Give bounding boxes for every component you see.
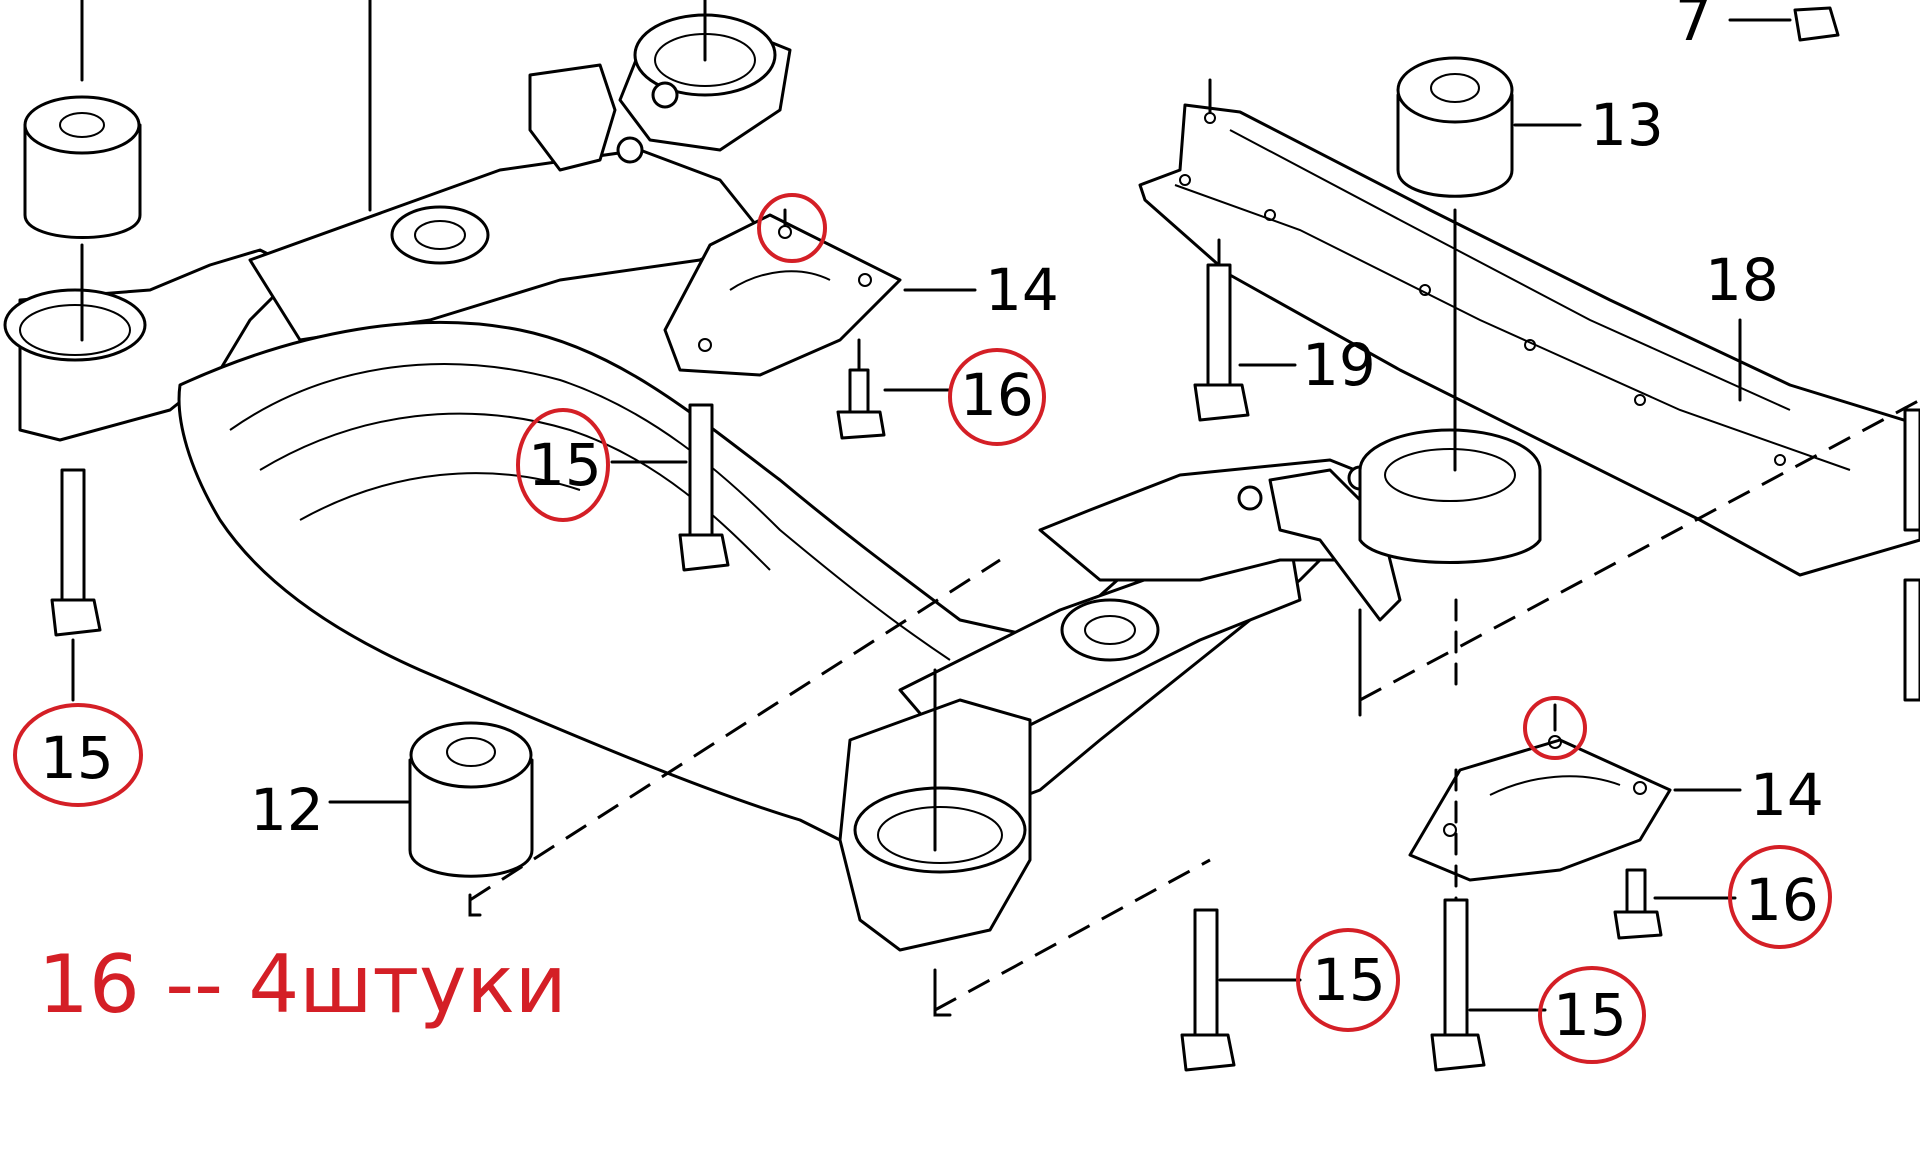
callout-14-top: 14 — [985, 256, 1059, 324]
bracket-14-top — [663, 213, 902, 377]
callout-15-bottom-center: 15 — [1312, 946, 1386, 1014]
assembly-bracket-bottom — [933, 968, 952, 1017]
assembly-line-left — [469, 558, 1001, 902]
callout-13: 13 — [1590, 91, 1664, 159]
red-circle-bracket-hole-bottom — [1523, 696, 1587, 760]
bracket-14-bottom — [1408, 735, 1672, 882]
red-circle-callout-15-bottom-right — [1538, 966, 1646, 1064]
callout-12: 12 — [250, 776, 324, 844]
callout-19: 19 — [1302, 331, 1376, 399]
leader-lines — [328, 18, 1792, 1012]
bracket-hole-pins — [783, 208, 1557, 732]
red-circle-callout-16-top — [948, 348, 1046, 446]
assembly-line-right — [1359, 398, 1920, 702]
red-circle-callout-15-center — [516, 408, 610, 522]
nut-7 — [1793, 6, 1840, 42]
bolt-15-center — [678, 403, 730, 572]
bolt-16-top — [836, 338, 886, 440]
red-circle-callout-15-left — [13, 703, 143, 807]
callout-15-bottom-right: 15 — [1553, 981, 1627, 1049]
bushing-top-left — [23, 0, 142, 342]
assembly-line-bottom — [934, 858, 1211, 1012]
bolt-19 — [1193, 238, 1250, 422]
bushing-12 — [408, 721, 534, 878]
red-annotation-marks — [13, 193, 1832, 1064]
subframe-body — [3, 0, 1542, 952]
callout-16-top: 16 — [960, 361, 1034, 429]
red-circle-callout-16-bottom — [1728, 845, 1832, 949]
assembly-bracket-left — [468, 893, 482, 917]
red-circle-callout-15-bottom-center — [1296, 928, 1400, 1032]
callout-7: 7 — [1675, 0, 1712, 54]
annotation-note: 16 -- 4штуки — [38, 938, 567, 1031]
red-circle-bracket-hole-top — [757, 193, 827, 263]
bolt-15-bottom-center — [1180, 908, 1236, 1072]
callout-14-bottom: 14 — [1750, 761, 1824, 829]
bolt-16-bottom — [1613, 868, 1663, 940]
callout-16-bottom: 16 — [1745, 866, 1819, 934]
bolt-15-left — [50, 468, 102, 702]
bushing-13 — [1396, 56, 1514, 472]
callout-18: 18 — [1705, 246, 1779, 314]
callout-15-center: 15 — [528, 431, 602, 499]
bolt-15-bottom-right — [1430, 768, 1486, 1072]
reinforcement-plate — [1138, 78, 1920, 577]
callout-15-left: 15 — [40, 724, 114, 792]
partial-bolts-right-edge — [1903, 408, 1920, 702]
